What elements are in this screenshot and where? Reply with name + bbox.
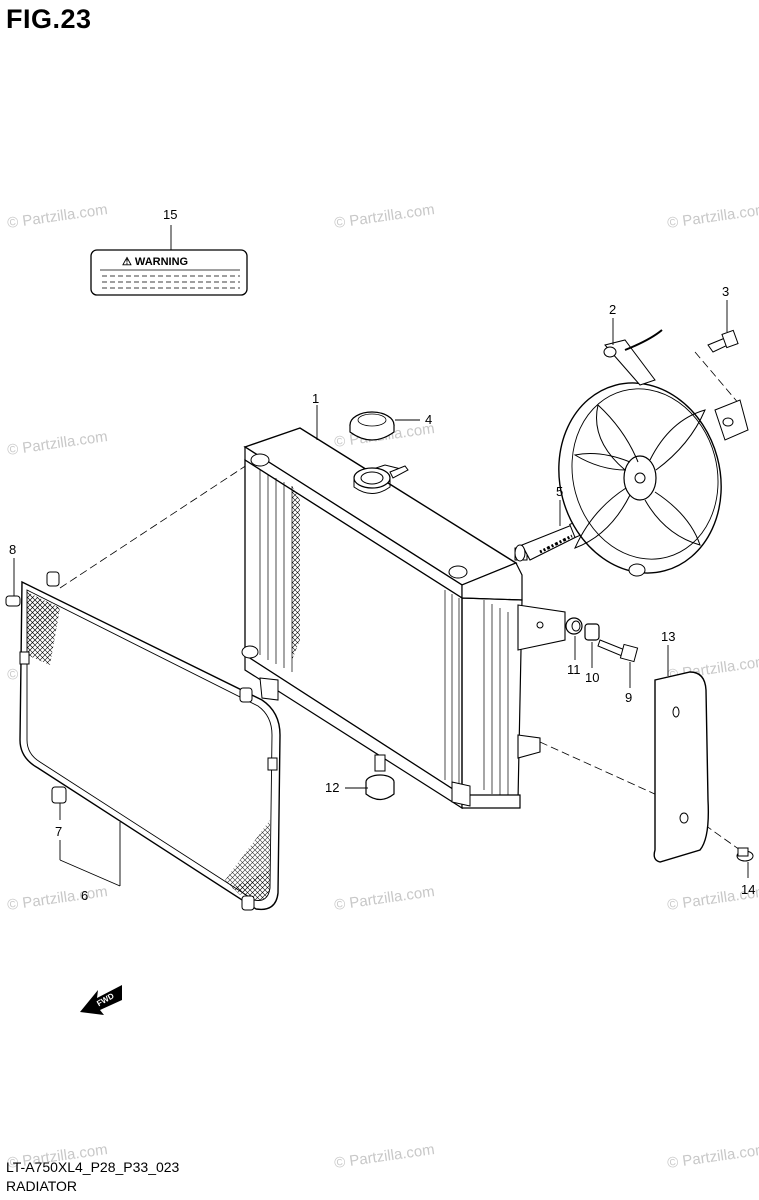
callout-2: 2 [609,302,616,317]
callout-4: 4 [425,412,432,427]
callout-9: 9 [625,690,632,705]
watermark: © Partzilla.com [666,201,759,232]
leader-lines [13,225,749,887]
watermark: © Partzilla.com [6,883,108,914]
callout-5: 5 [556,484,563,499]
filler-neck [353,465,409,494]
callout-3: 3 [722,284,729,299]
radiator-guard-part-6 [19,571,281,911]
callout-6: 6 [81,888,88,903]
watermark: © Partzilla.com [333,201,435,232]
model-code: LT-A750XL4_P28_P33_023 [6,1159,180,1175]
clip-part-8 [5,595,21,607]
figure-title: FIG.23 [6,4,92,34]
cooling-fan-part-2 [558,329,749,577]
watermark: © Partzilla.com [6,201,108,232]
callout-numbers: 15 1 4 2 3 5 8 11 10 9 13 12 14 7 6 [9,207,755,903]
cushion-part-10 [584,623,600,641]
clip-part-14 [736,847,754,862]
callout-12: 12 [325,780,339,795]
callout-1: 1 [312,391,319,406]
warning-label-text: ⚠ WARNING [122,256,188,268]
radiator-cap-part-4 [349,411,395,441]
callout-8: 8 [9,542,16,557]
alignment-lines [59,351,741,851]
radiator-part-1 [241,427,566,810]
callout-15: 15 [163,207,177,222]
watermark: © Partzilla.com [666,1141,759,1172]
bolt-part-9 [597,639,639,663]
bolt-part-3 [707,329,739,353]
warning-label-part-15: ⚠ WARNING [90,249,248,296]
callout-10: 10 [585,670,599,685]
watermark: © Partzilla.com [6,428,108,459]
callout-7: 7 [55,824,62,839]
section-name: RADIATOR [6,1178,78,1194]
watermark: © Partzilla.com [333,883,435,914]
panel-part-13 [653,671,710,863]
collar-part-11 [565,617,583,635]
watermark: © Partzilla.com [333,1141,435,1172]
callout-11: 11 [567,662,581,677]
callout-14: 14 [741,882,755,897]
forward-direction-arrow: FWD [80,985,122,1015]
callout-13: 13 [661,629,675,644]
grommet-part-12 [365,754,395,801]
